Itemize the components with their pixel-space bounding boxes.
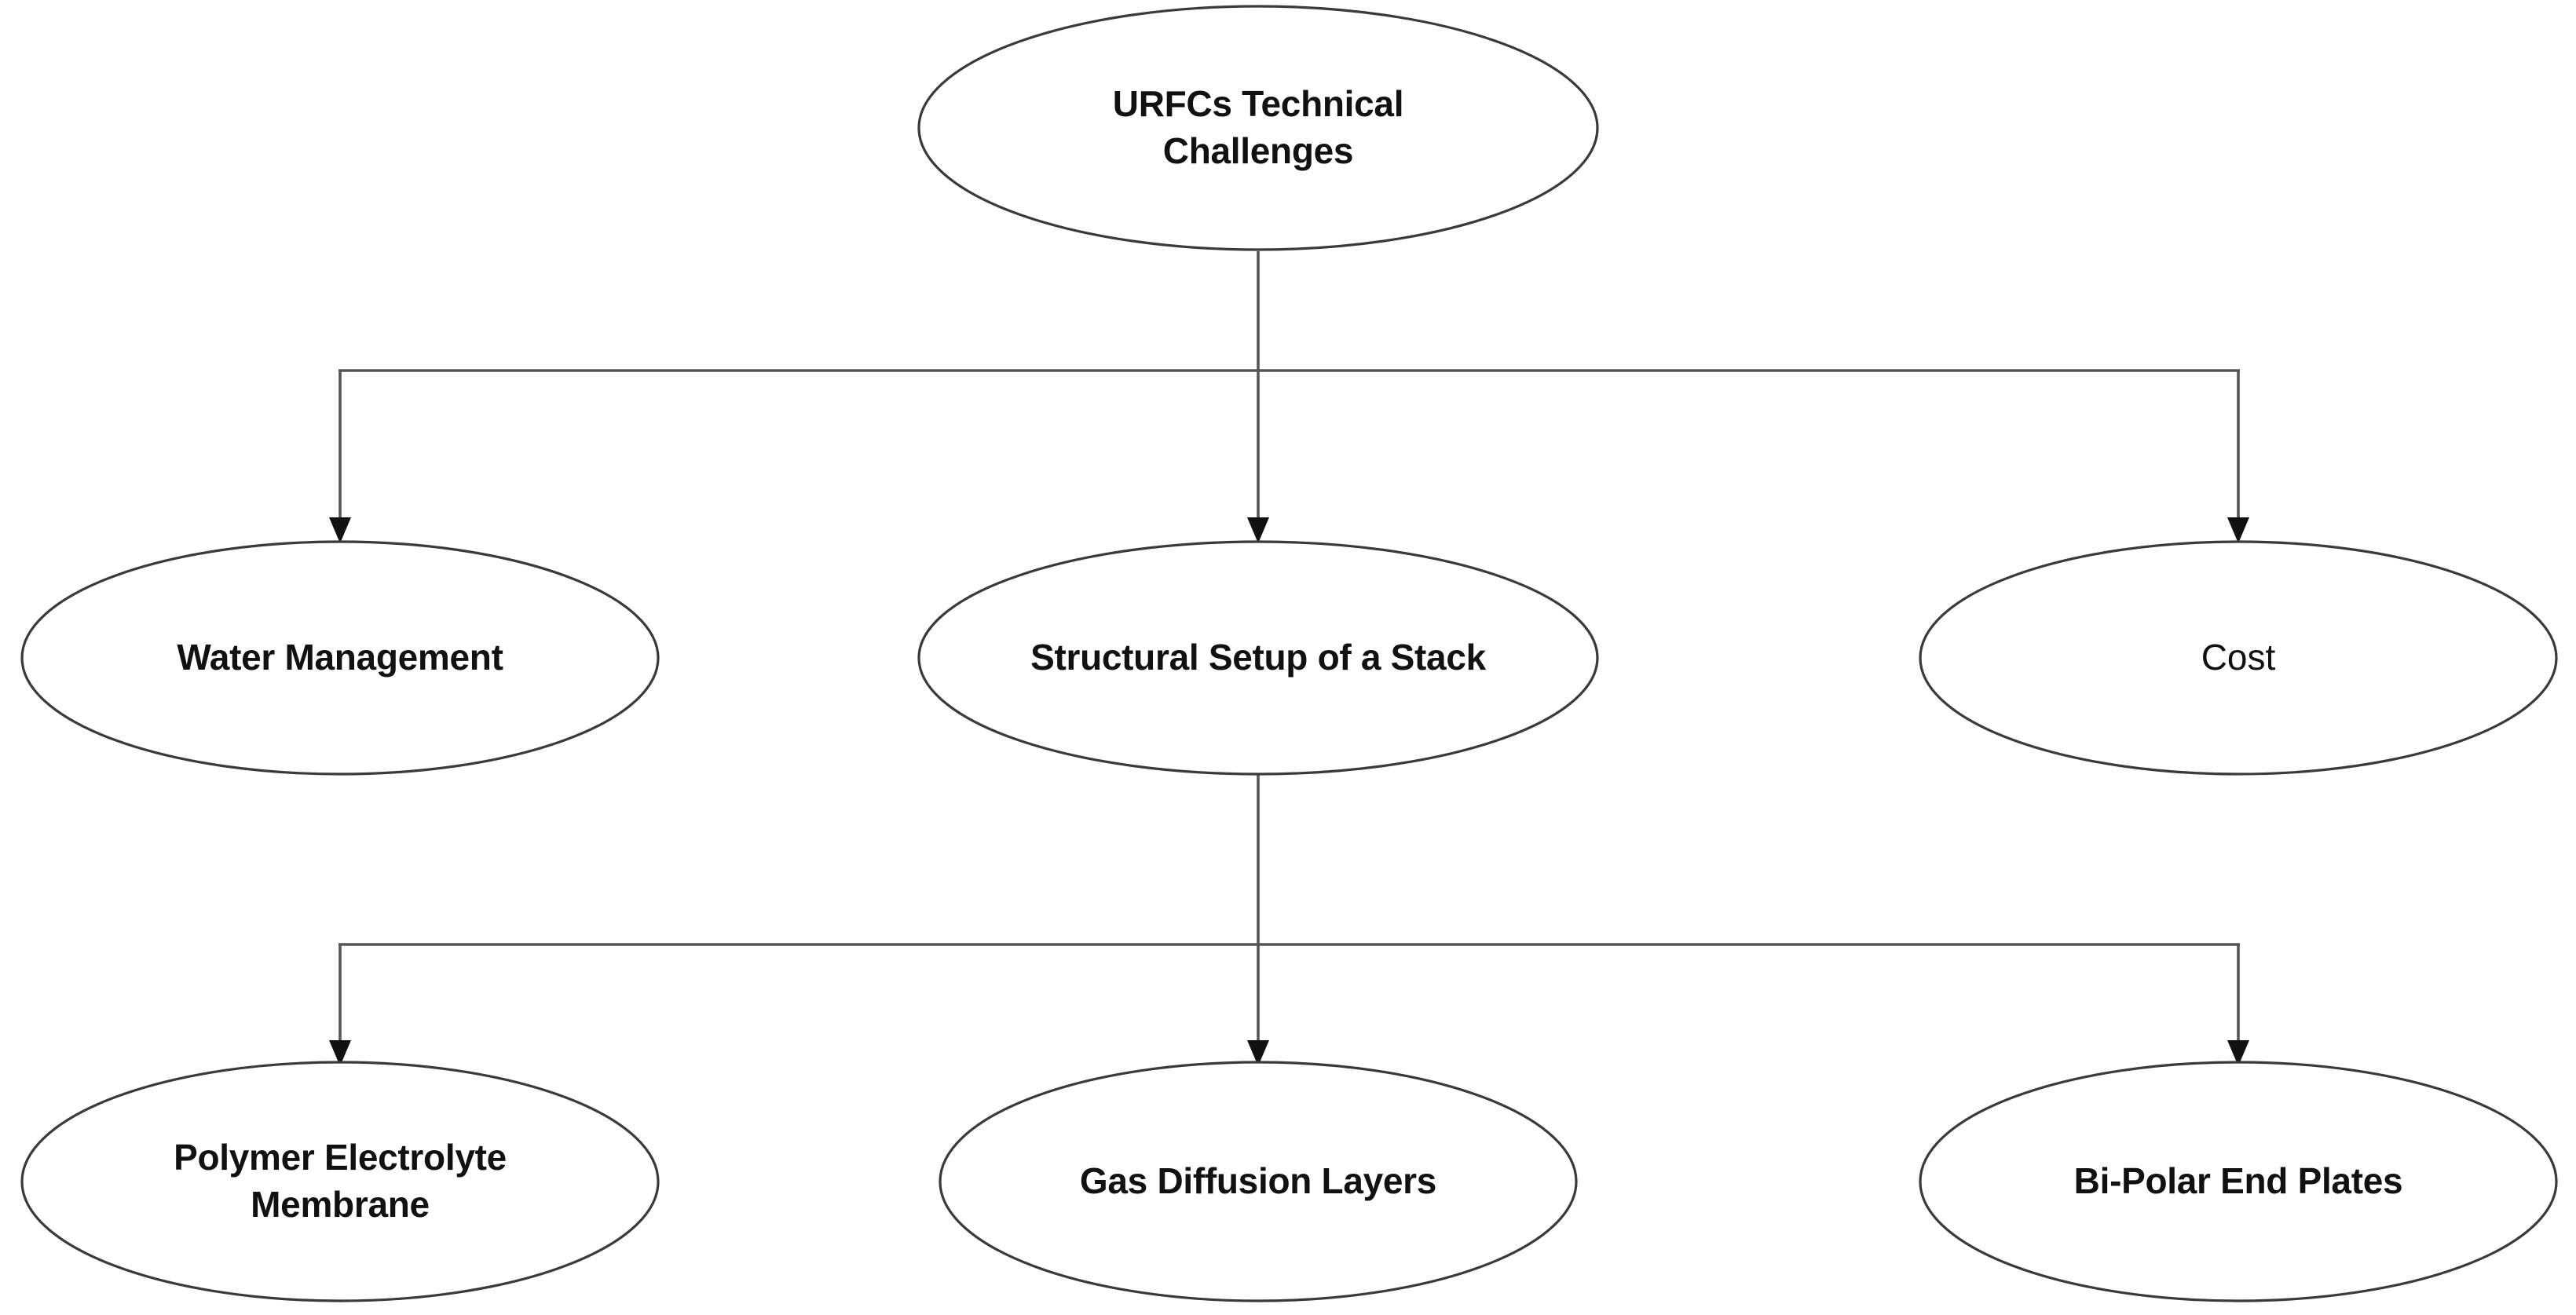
arrowhead-water-management <box>329 517 351 543</box>
connector-group-structural-to-level2 <box>329 773 2249 1066</box>
node-shape-cost[interactable] <box>1919 540 2558 776</box>
node-shape-polymer-electrolyte-membrane[interactable] <box>20 1061 660 1302</box>
node-shape-water-management[interactable] <box>20 540 660 776</box>
node-shape-bipolar-end-plates[interactable] <box>1919 1061 2558 1302</box>
arrowhead-bipolar-end-plates <box>2227 1040 2249 1066</box>
arrowhead-gas-diffusion-layers <box>1247 1040 1269 1066</box>
node-shape-gas-diffusion-layers[interactable] <box>939 1061 1578 1302</box>
arrowhead-polymer-electrolyte-membrane <box>329 1040 351 1066</box>
arrowhead-cost <box>2227 517 2249 543</box>
arrowhead-structural-setup <box>1247 517 1269 543</box>
connector-group-root-to-level1 <box>329 251 2249 543</box>
node-shape-root[interactable] <box>917 5 1599 251</box>
node-shape-structural-setup[interactable] <box>917 540 1599 776</box>
